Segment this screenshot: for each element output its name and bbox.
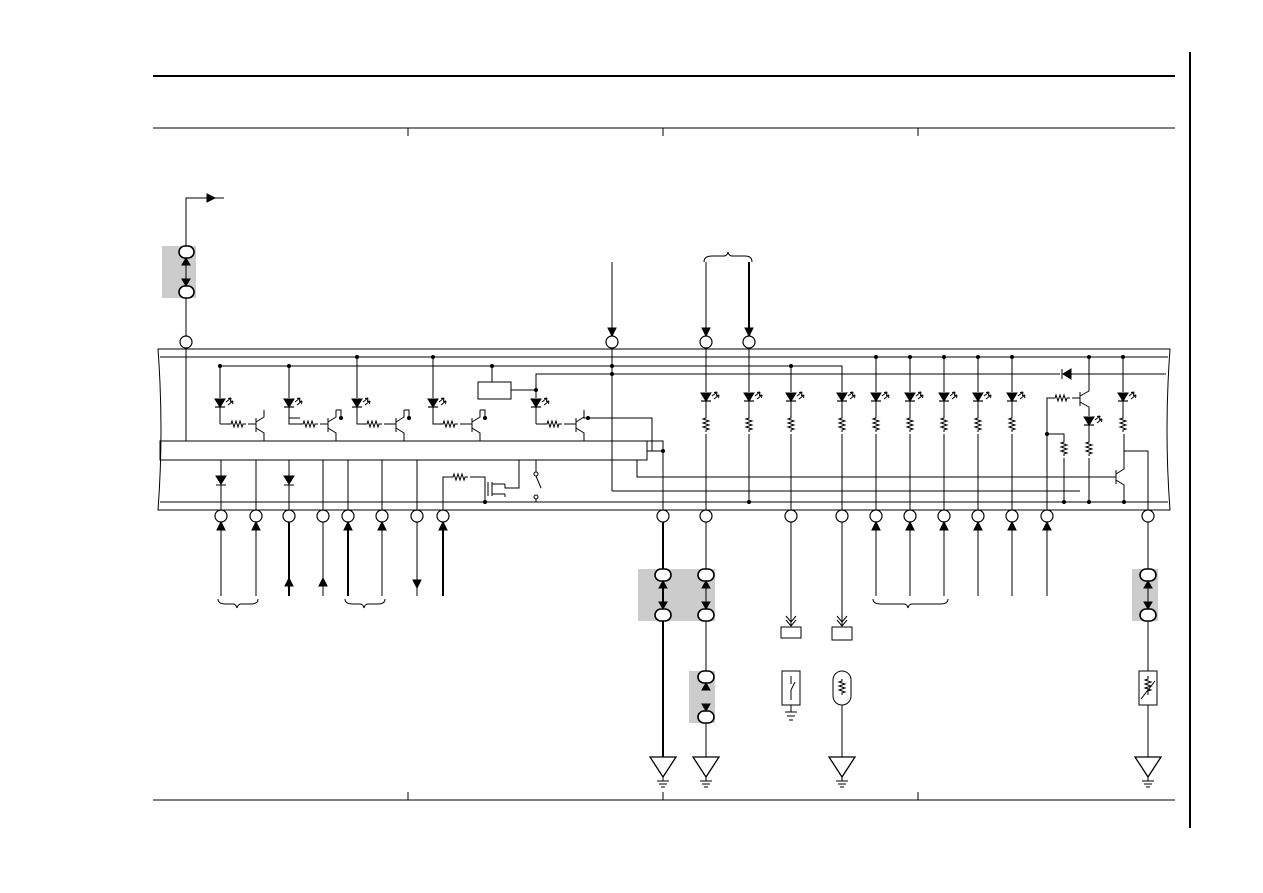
sensor-circuits <box>780 522 1162 788</box>
top-left-feed <box>162 193 224 342</box>
bottom-left-internal <box>215 342 1080 510</box>
bottom-left-signals <box>216 520 448 609</box>
right-bottom-signals <box>871 520 1052 609</box>
right-indicator-group <box>536 349 1166 510</box>
left-indicator-group <box>214 355 665 453</box>
center-ground-circuits <box>638 522 720 788</box>
bottom-pins <box>214 509 1155 523</box>
top-feeds <box>607 251 754 338</box>
top-pins <box>179 335 756 349</box>
meter-module-body <box>157 348 1171 511</box>
page-frame <box>153 52 1191 828</box>
